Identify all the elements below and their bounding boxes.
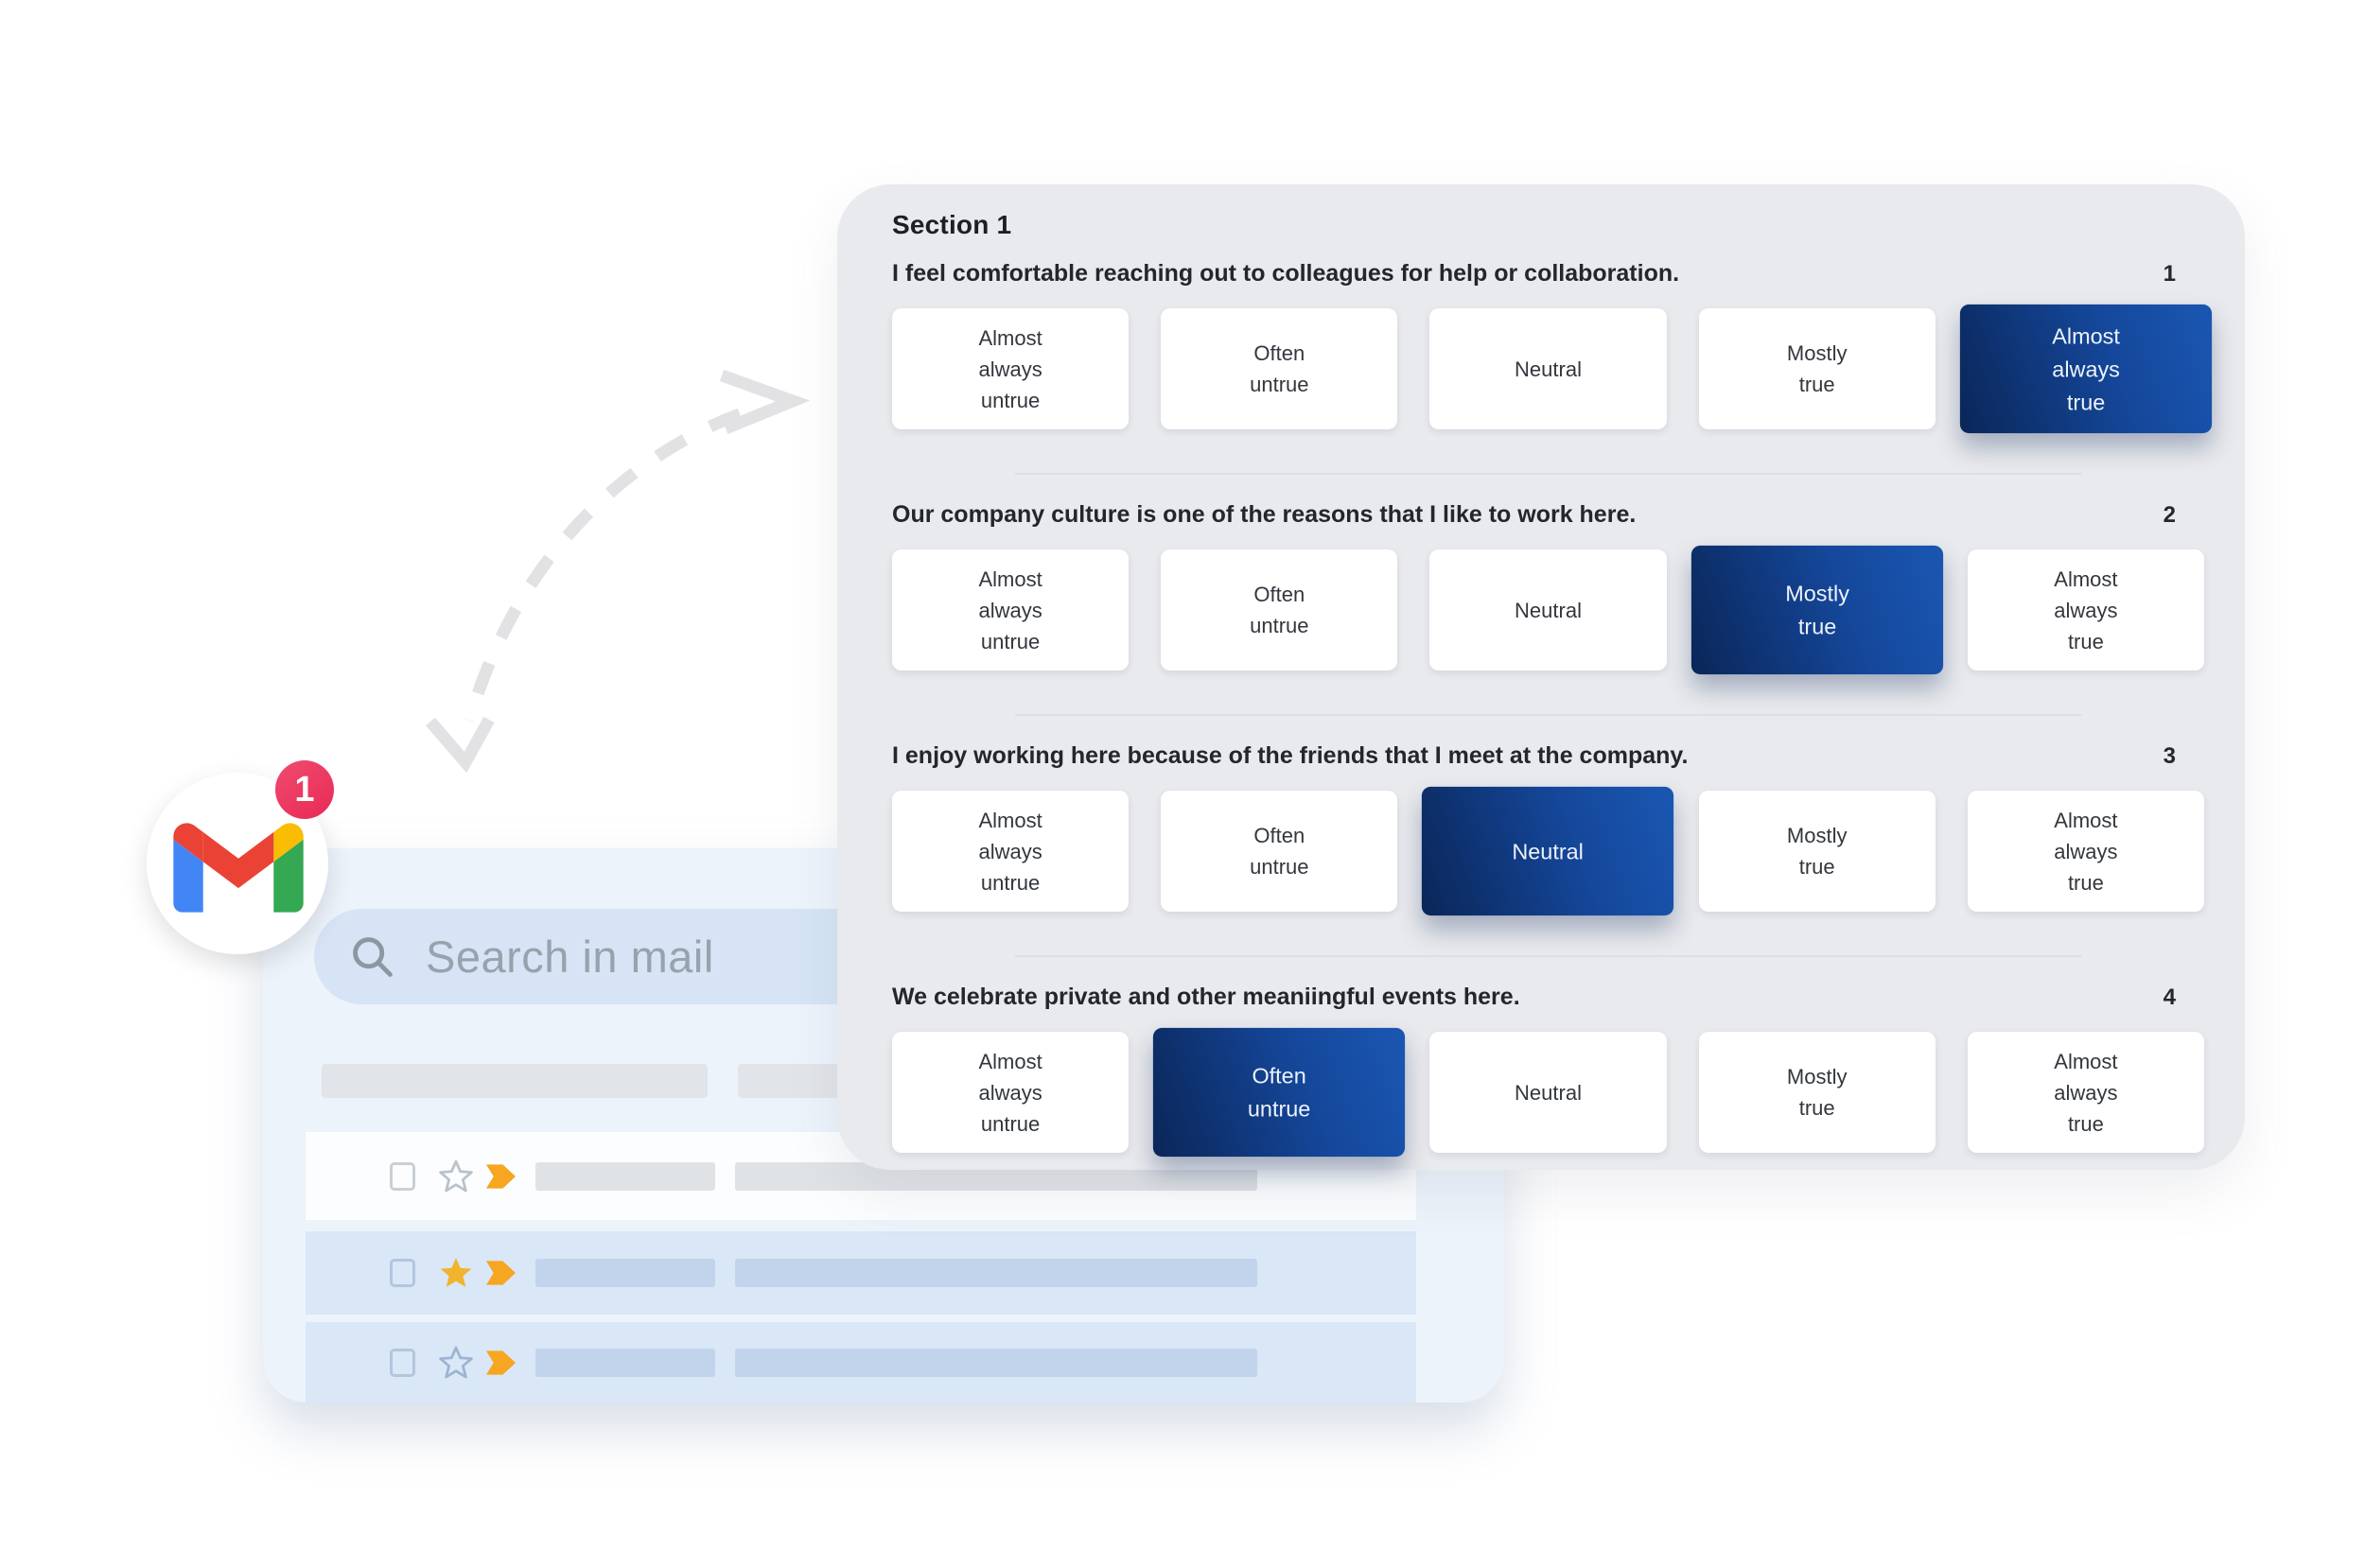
star-icon-outline[interactable]: [438, 1159, 474, 1194]
option-almost-always-untrue[interactable]: Almost always untrue: [892, 791, 1130, 912]
question-number: 1: [2163, 261, 2176, 287]
gmail-logo-icon: [173, 823, 304, 913]
notification-badge: 1: [275, 760, 334, 819]
email-row[interactable]: [306, 1322, 1416, 1402]
option-neutral[interactable]: Neutral: [1429, 308, 1667, 429]
checkbox[interactable]: [390, 1161, 415, 1191]
answer-row: Almost always untrue Often untrue Neutra…: [892, 786, 2205, 916]
checkbox[interactable]: [390, 1259, 415, 1287]
option-neutral[interactable]: Neutral: [1429, 549, 1667, 671]
placeholder-bar: [535, 1259, 715, 1287]
question-text: I enjoy working here because of the frie…: [892, 742, 1689, 769]
question-text: We celebrate private and other meaniingf…: [892, 984, 1520, 1010]
question-text: I feel comfortable reaching out to colle…: [892, 260, 1680, 287]
question-header: We celebrate private and other meaniingf…: [892, 982, 2204, 1013]
label-icon[interactable]: [485, 1163, 517, 1189]
option-often-untrue[interactable]: Often untrue: [1153, 1027, 1406, 1158]
divider: [1015, 714, 2081, 716]
option-neutral[interactable]: Neutral: [1422, 786, 1674, 916]
answer-row: Almost always untrue Often untrue Neutra…: [892, 304, 2213, 434]
option-almost-always-untrue[interactable]: Almost always untrue: [892, 308, 1130, 429]
option-mostly-true[interactable]: Mostly true: [1698, 308, 1936, 429]
placeholder-bar: [735, 1348, 1257, 1377]
question-header: Our company culture is one of the reason…: [892, 499, 2204, 531]
section-title: Section 1: [892, 210, 1012, 239]
option-almost-always-true[interactable]: Almost always true: [1967, 791, 2205, 912]
placeholder-bar: [535, 1348, 715, 1377]
answer-row: Almost always untrue Often untrue Neutra…: [892, 1027, 2205, 1158]
question-header: I enjoy working here because of the frie…: [892, 740, 2204, 772]
question-text: Our company culture is one of the reason…: [892, 501, 1637, 528]
option-almost-always-true[interactable]: Almost always true: [1967, 1032, 2205, 1153]
option-almost-always-true[interactable]: Almost always true: [1967, 549, 2205, 671]
option-often-untrue[interactable]: Often untrue: [1161, 308, 1398, 429]
divider: [1015, 473, 2081, 475]
question-header: I feel comfortable reaching out to colle…: [892, 258, 2204, 289]
search-placeholder: Search in mail: [426, 932, 714, 982]
placeholder-bar: [735, 1259, 1257, 1287]
option-mostly-true[interactable]: Mostly true: [1698, 791, 1936, 912]
option-mostly-true[interactable]: Mostly true: [1698, 1032, 1936, 1153]
question-number: 4: [2163, 984, 2176, 1010]
option-almost-always-true[interactable]: Almost always true: [1959, 304, 2213, 434]
search-icon: [353, 936, 393, 977]
option-almost-always-untrue[interactable]: Almost always untrue: [892, 549, 1130, 671]
question-number: 2: [2163, 502, 2176, 528]
answer-row: Almost always untrue Often untrue Neutra…: [892, 545, 2205, 675]
divider: [1015, 955, 2081, 957]
option-neutral[interactable]: Neutral: [1429, 1032, 1667, 1153]
gmail-logo-button[interactable]: 1: [147, 760, 334, 954]
option-mostly-true[interactable]: Mostly true: [1691, 545, 1943, 675]
star-icon-outline[interactable]: [438, 1345, 474, 1381]
placeholder-bar: [535, 1161, 715, 1191]
survey-panel: Section 1 I feel comfortable reaching ou…: [837, 184, 2245, 1170]
option-almost-always-untrue[interactable]: Almost always untrue: [892, 1032, 1130, 1153]
option-often-untrue[interactable]: Often untrue: [1161, 549, 1398, 671]
label-icon[interactable]: [485, 1350, 517, 1375]
option-often-untrue[interactable]: Often untrue: [1161, 791, 1398, 912]
question-number: 3: [2163, 743, 2176, 769]
placeholder-bar: [322, 1064, 708, 1098]
star-icon-filled[interactable]: [438, 1255, 474, 1291]
label-icon[interactable]: [485, 1261, 517, 1285]
checkbox[interactable]: [390, 1348, 415, 1377]
email-row[interactable]: [306, 1231, 1416, 1315]
